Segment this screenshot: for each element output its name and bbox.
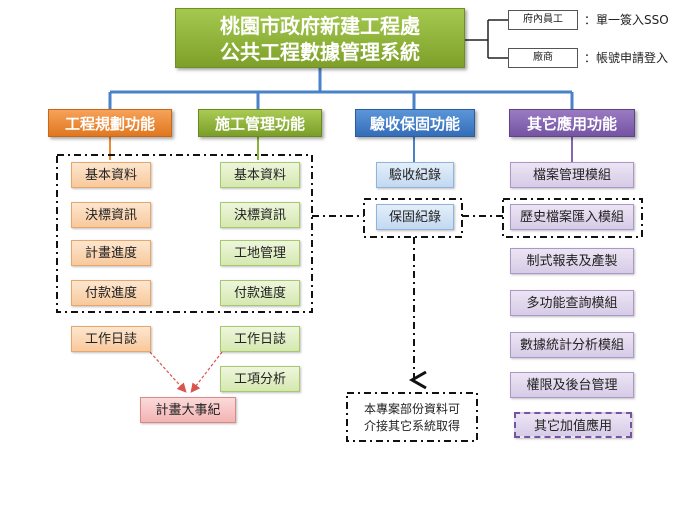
login-employee-box: 府內員工 [508,10,578,30]
construction-site-management: 工地管理 [220,240,300,266]
file-management-module: 檔案管理模組 [510,162,634,188]
title-tree-connector [108,68,574,109]
title-line-1: 桃園市政府新建工程處 [220,14,420,38]
standard-report-generation: 制式報表及產製 [510,248,634,274]
acceptance-record: 驗收紀錄 [376,162,454,188]
planning-basic-info: 基本資料 [71,162,151,188]
milestone-arrows [149,351,223,393]
login-connector [465,19,508,59]
multi-query-module: 多功能查詢模組 [510,290,634,316]
system-title: 桃園市政府新建工程處 公共工程數據管理系統 [175,8,465,68]
construction-work-log: 工作日誌 [220,326,300,352]
integration-note-line-2: 介接其它系統取得 [363,419,460,433]
integration-note: 本專案部份資料可 介接其它系統取得 [349,395,475,439]
history-file-import-module: 歷史檔案匯入模組 [510,204,634,230]
header-acceptance: 驗收保固功能 [355,109,475,137]
warranty-record: 保固紀錄 [376,204,454,230]
construction-basic-info: 基本資料 [220,162,300,188]
other-value-added-apps: 其它加值應用 [514,412,632,438]
login-vendor-box: 廠商 [508,48,578,68]
construction-item-analysis: 工項分析 [220,366,300,392]
permission-admin-management: 權限及後台管理 [510,372,634,398]
planning-work-log: 工作日誌 [71,326,151,352]
integration-note-line-1: 本專案部份資料可 [363,402,460,416]
statistics-analysis-module: 數據統計分析模組 [510,332,634,358]
planning-payment-progress: 付款進度 [71,280,151,306]
header-other: 其它應用功能 [509,109,635,137]
header-item-connectors [109,137,573,162]
login-vendor-desc: ：帳號申請登入 [584,51,669,65]
title-line-2: 公共工程數據管理系統 [220,40,420,64]
project-milestones: 計畫大事紀 [140,397,236,423]
planning-progress: 計畫進度 [71,240,151,266]
header-planning: 工程規劃功能 [48,109,172,137]
dashed-connectors [312,215,503,390]
planning-award-info: 決標資訊 [71,202,151,228]
construction-award-info: 決標資訊 [220,202,300,228]
header-construction: 施工管理功能 [198,109,322,137]
dashed-groups [56,154,643,442]
construction-payment-progress: 付款進度 [220,280,300,306]
login-employee-desc: ：單一簽入SSO [584,13,669,27]
